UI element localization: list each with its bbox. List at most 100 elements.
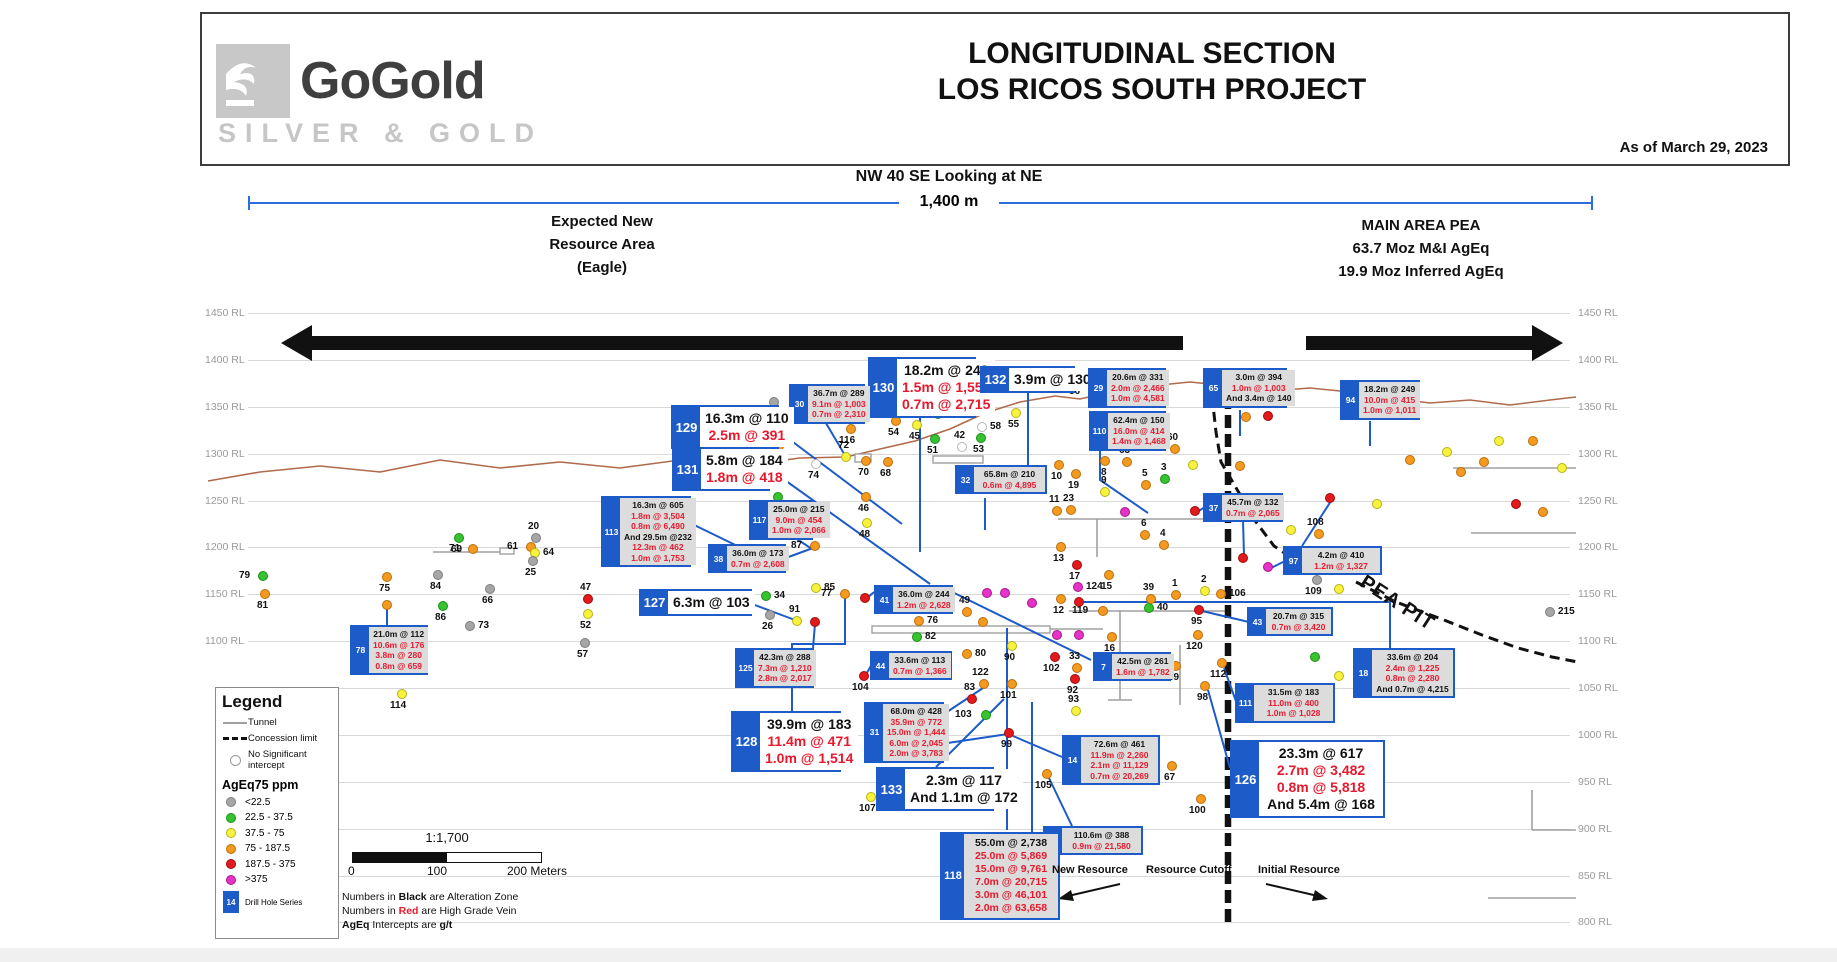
area-label-line: Expected New xyxy=(551,213,653,230)
drill-hole-label: 112 xyxy=(1210,669,1227,680)
intercept-line: 3.0m @ 394 xyxy=(1235,372,1283,382)
section-arrow-left-head xyxy=(281,325,312,361)
rl-label-right: 1300 RL xyxy=(1578,448,1618,460)
dashed-line-icon xyxy=(222,737,248,740)
elevation-gridline xyxy=(248,688,1570,689)
intercept-box-content: 3.9m @ 130 xyxy=(1009,368,1096,391)
legend-grade-label: 75 - 187.5 xyxy=(245,843,291,854)
drill-intercept-dot xyxy=(1538,507,1548,517)
intercept-line: 33.6m @ 113 xyxy=(894,655,946,665)
intercept-box-tab: 117 xyxy=(751,502,768,538)
drill-intercept-dot xyxy=(1334,671,1344,681)
drill-intercept-dot xyxy=(1263,562,1273,572)
drill-intercept-dot xyxy=(1442,447,1452,457)
rl-label-right: 1400 RL xyxy=(1578,354,1618,366)
legend-grade-item: 187.5 - 375 xyxy=(222,859,332,870)
legend-grade-dot xyxy=(226,828,236,838)
drill-intercept-dot xyxy=(1073,582,1083,592)
intercept-box-tab: 65 xyxy=(1205,370,1222,406)
intercept-box-tab: 41 xyxy=(876,587,893,612)
no-significant-intercept-dot xyxy=(977,422,987,432)
drill-intercept-dot xyxy=(1007,679,1017,689)
drill-intercept-dot xyxy=(1334,584,1344,594)
intercept-line: 15.0m @ 9,761 xyxy=(974,863,1048,875)
drill-hole-label: 10 xyxy=(1051,471,1063,482)
note-line: AgEq Intercepts are g/t xyxy=(342,918,518,932)
rl-label-right: 900 RL xyxy=(1578,823,1612,835)
intercept-box-tab: 78 xyxy=(352,627,369,673)
rl-label-right: 1450 RL xyxy=(1578,307,1618,319)
drill-hole-label: 101 xyxy=(1000,690,1017,701)
intercept-line: 16.3m @ 110 xyxy=(705,410,789,426)
intercept-line: 3.8m @ 280 xyxy=(375,650,422,660)
rl-label-left: 1100 RL xyxy=(205,635,244,647)
drill-intercept-dot xyxy=(1122,457,1132,467)
drill-hole-label: 1 xyxy=(1172,578,1178,589)
intercept-line: 0.8m @ 659 xyxy=(375,660,422,671)
drill-intercept-dot xyxy=(260,589,270,599)
drill-hole-label: 33 xyxy=(1069,651,1081,662)
measure-label: 1,400 m xyxy=(899,193,999,211)
intercept-line: 0.8m @ 5,818 xyxy=(1276,779,1366,795)
drill-intercept-dot xyxy=(1144,603,1154,613)
drill-hole-label: 81 xyxy=(257,600,269,611)
drill-hole-label: 95 xyxy=(1191,616,1203,627)
intercept-line: 10.0m @ 415 xyxy=(1363,394,1416,405)
intercept-line: 39.9m @ 183 xyxy=(766,716,852,732)
intercept-line: 0.6m @ 4,895 xyxy=(982,479,1037,490)
intercept-line: 31.5m @ 183 xyxy=(1267,687,1320,697)
drill-hole-label: 39 xyxy=(1143,582,1155,593)
rl-label-right: 1350 RL xyxy=(1578,401,1618,413)
rl-label-left: 1450 RL xyxy=(205,307,245,319)
scale-bar-black-half xyxy=(353,853,447,862)
drill-intercept-dot xyxy=(861,456,871,466)
drill-hole-label: 74 xyxy=(808,470,820,481)
drill-intercept-dot xyxy=(382,600,392,610)
drill-hole-label: 84 xyxy=(430,581,442,592)
drill-intercept-dot xyxy=(1050,652,1060,662)
drill-hole-label: 122 xyxy=(972,667,989,678)
rl-label-left: 1250 RL xyxy=(205,495,245,507)
drill-hole-label: 114 xyxy=(390,700,407,711)
intercept-line: 18.2m @ 248 xyxy=(903,362,989,378)
intercept-line: 42.3m @ 288 xyxy=(759,652,811,662)
drill-hole-label: 3 xyxy=(1161,462,1167,473)
legend-grade-label: >375 xyxy=(245,874,268,885)
legend-grade-item: 37.5 - 75 xyxy=(222,828,332,839)
note-segment: Numbers in xyxy=(342,891,399,903)
drill-intercept-dot xyxy=(1141,480,1151,490)
drill-intercept-dot xyxy=(528,556,538,566)
drill-intercept-dot xyxy=(810,617,820,627)
drill-hole-label: 103 xyxy=(955,709,972,720)
drill-intercept-dot xyxy=(1286,525,1296,535)
intercept-connector-line xyxy=(1301,500,1332,547)
intercept-line: 1.8m @ 418 xyxy=(706,469,783,485)
drill-hole-label: 108 xyxy=(1307,517,1324,528)
legend-series: 14 Drill Hole Series xyxy=(222,891,332,913)
intercept-line: 11.4m @ 471 xyxy=(767,733,852,749)
intercept-line: 36.7m @ 289 xyxy=(813,388,865,398)
intercept-line: 9.1m @ 1,003 xyxy=(812,398,866,409)
note-line: Numbers in Red are High Grade Vein xyxy=(342,904,518,918)
intercept-line: 0.7m @ 3,420 xyxy=(1271,621,1326,632)
note-segment: Red xyxy=(398,905,419,917)
drill-hole-label: 57 xyxy=(577,649,589,660)
legend-item-open-circle: No Significant intercept xyxy=(222,749,332,771)
intercept-line: And 1.1m @ 172 xyxy=(910,789,1018,805)
